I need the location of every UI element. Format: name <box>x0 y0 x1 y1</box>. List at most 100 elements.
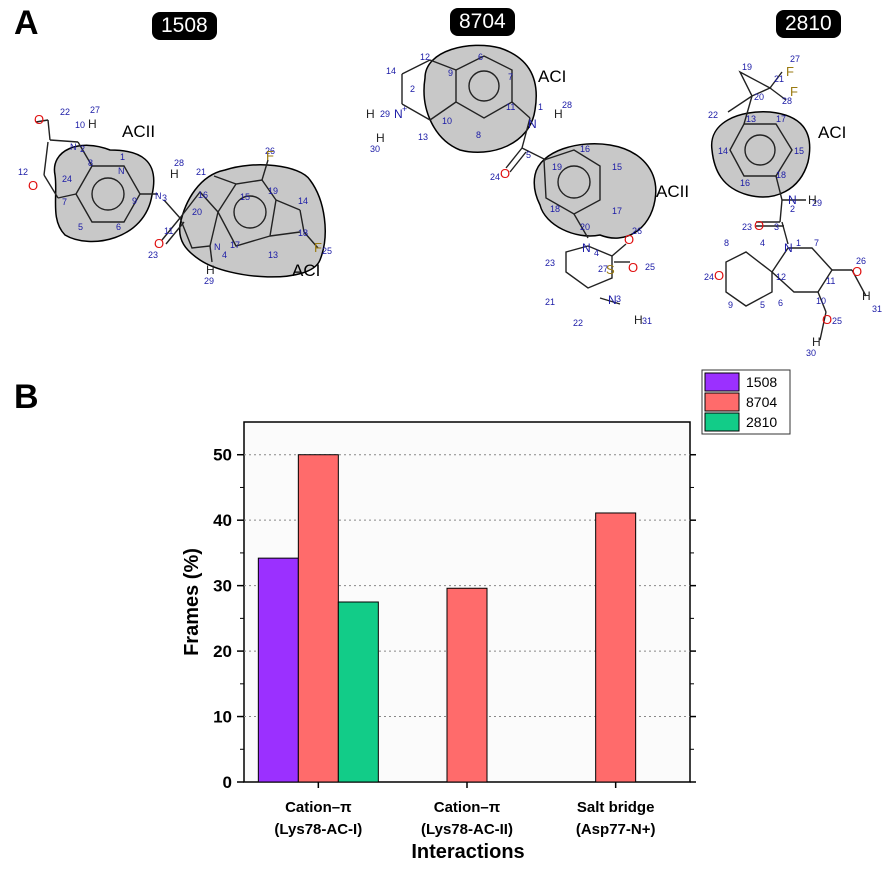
svg-text:19: 19 <box>552 162 562 172</box>
x-tick-label: (Lys78-AC-II) <box>421 821 513 838</box>
svg-text:H: H <box>206 263 215 277</box>
bar-8704-0 <box>297 454 339 783</box>
svg-text:6: 6 <box>778 298 783 308</box>
svg-text:12: 12 <box>776 272 786 282</box>
svg-text:N: N <box>155 191 162 201</box>
svg-text:S: S <box>606 262 615 277</box>
svg-text:O: O <box>754 218 764 233</box>
svg-text:25: 25 <box>645 262 655 272</box>
svg-text:H: H <box>366 107 375 121</box>
svg-text:7: 7 <box>508 72 513 82</box>
svg-text:2: 2 <box>410 84 415 94</box>
svg-text:F: F <box>790 84 798 99</box>
svg-text:N: N <box>582 241 591 255</box>
legend-label-1508: 1508 <box>746 374 777 390</box>
aci-ring-highlight <box>178 164 326 278</box>
svg-text:N: N <box>214 242 221 252</box>
svg-text:10: 10 <box>75 120 85 130</box>
aci-ring-highlight <box>711 111 811 198</box>
ring-label-1508-aci: ACI <box>292 261 320 280</box>
svg-text:N: N <box>608 293 617 307</box>
svg-text:17: 17 <box>776 114 786 124</box>
svg-text:6: 6 <box>116 222 121 232</box>
y-tick-label: 40 <box>213 511 232 530</box>
svg-text:3: 3 <box>616 294 621 304</box>
svg-text:8: 8 <box>724 238 729 248</box>
molecule-badge-2810: 2810 <box>776 10 841 38</box>
svg-text:O: O <box>500 166 510 181</box>
svg-text:5: 5 <box>78 222 83 232</box>
svg-text:9: 9 <box>448 68 453 78</box>
svg-text:N: N <box>788 193 797 207</box>
y-tick-label: 20 <box>213 642 232 661</box>
svg-text:16: 16 <box>740 178 750 188</box>
svg-text:28: 28 <box>782 96 792 106</box>
svg-text:12: 12 <box>18 167 28 177</box>
svg-text:H: H <box>808 193 817 207</box>
ring-label-2810-aci: ACI <box>818 123 846 142</box>
svg-text:19: 19 <box>742 62 752 72</box>
svg-text:N: N <box>394 107 403 121</box>
legend-swatch-8704 <box>704 392 740 412</box>
svg-text:21: 21 <box>545 297 555 307</box>
svg-text:27: 27 <box>90 105 100 115</box>
svg-text:O: O <box>852 264 862 279</box>
svg-text:14: 14 <box>718 146 728 156</box>
x-tick-label: Cation–π <box>434 799 501 816</box>
svg-text:27: 27 <box>790 54 800 64</box>
bar-1508-0 <box>257 557 299 783</box>
molecule-badge-8704: 8704 <box>450 8 515 36</box>
svg-text:18: 18 <box>776 170 786 180</box>
svg-text:26: 26 <box>856 256 866 266</box>
svg-text:29: 29 <box>812 198 822 208</box>
svg-text:23: 23 <box>148 250 158 260</box>
x-tick-label: Salt bridge <box>577 799 655 816</box>
svg-text:12: 12 <box>420 52 430 62</box>
svg-text:5: 5 <box>526 150 531 160</box>
svg-text:O: O <box>624 232 634 247</box>
svg-text:F: F <box>266 148 274 163</box>
y-tick-label: 50 <box>213 446 232 465</box>
svg-text:21: 21 <box>196 167 206 177</box>
svg-text:5: 5 <box>760 300 765 310</box>
svg-text:27: 27 <box>598 264 608 274</box>
svg-text:14: 14 <box>386 66 396 76</box>
svg-text:4: 4 <box>594 248 599 258</box>
y-tick-label: 0 <box>223 773 232 792</box>
svg-text:2: 2 <box>80 144 85 154</box>
svg-text:17: 17 <box>612 206 622 216</box>
legend-label-8704: 8704 <box>746 394 777 410</box>
svg-text:13: 13 <box>268 250 278 260</box>
svg-text:15: 15 <box>612 162 622 172</box>
molecule-badge-1508: 1508 <box>152 12 217 40</box>
acii-ring-highlight <box>53 144 155 243</box>
svg-text:N: N <box>70 142 77 152</box>
x-tick-label: (Lys78-AC-I) <box>274 821 362 838</box>
svg-text:14: 14 <box>298 196 308 206</box>
svg-text:16: 16 <box>580 144 590 154</box>
svg-text:21: 21 <box>774 74 784 84</box>
svg-text:10: 10 <box>442 116 452 126</box>
svg-text:20: 20 <box>580 222 590 232</box>
svg-text:7: 7 <box>814 238 819 248</box>
svg-text:13: 13 <box>418 132 428 142</box>
svg-text:H: H <box>554 107 563 121</box>
legend-swatch-1508 <box>704 372 740 392</box>
x-tick-label: (Asp77-N+) <box>576 821 656 838</box>
svg-text:18: 18 <box>298 228 308 238</box>
svg-text:H: H <box>812 335 821 349</box>
svg-text:F: F <box>314 240 322 255</box>
svg-text:8: 8 <box>476 130 481 140</box>
panel-b-label: B <box>14 378 39 416</box>
svg-text:1: 1 <box>796 238 801 248</box>
svg-text:11: 11 <box>826 276 835 286</box>
svg-text:24: 24 <box>490 172 500 182</box>
y-axis-label: Frames (%) <box>181 548 203 656</box>
svg-text:10: 10 <box>816 296 826 306</box>
svg-text:31: 31 <box>642 316 652 326</box>
svg-text:O: O <box>154 236 164 251</box>
